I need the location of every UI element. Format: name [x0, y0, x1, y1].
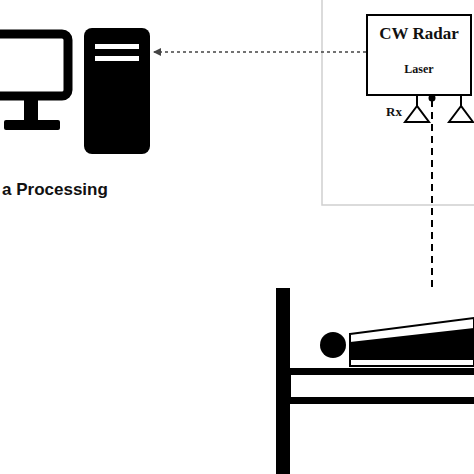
computer-icon: [0, 20, 158, 180]
laser-beam: [431, 100, 433, 292]
data-link-arrow: [154, 51, 366, 52]
bed: [276, 288, 474, 474]
radar-box: CW RadarLaser: [366, 14, 472, 96]
computer-node: a Processing: [0, 20, 158, 206]
node-title: a Processing: [2, 180, 108, 200]
radar-enclosure: [322, 0, 474, 205]
antennas: [405, 96, 473, 122]
node-subtitle: Laser: [372, 62, 466, 77]
node-title: CW Radar: [372, 24, 466, 44]
antenna-label: Rx: [386, 104, 402, 120]
